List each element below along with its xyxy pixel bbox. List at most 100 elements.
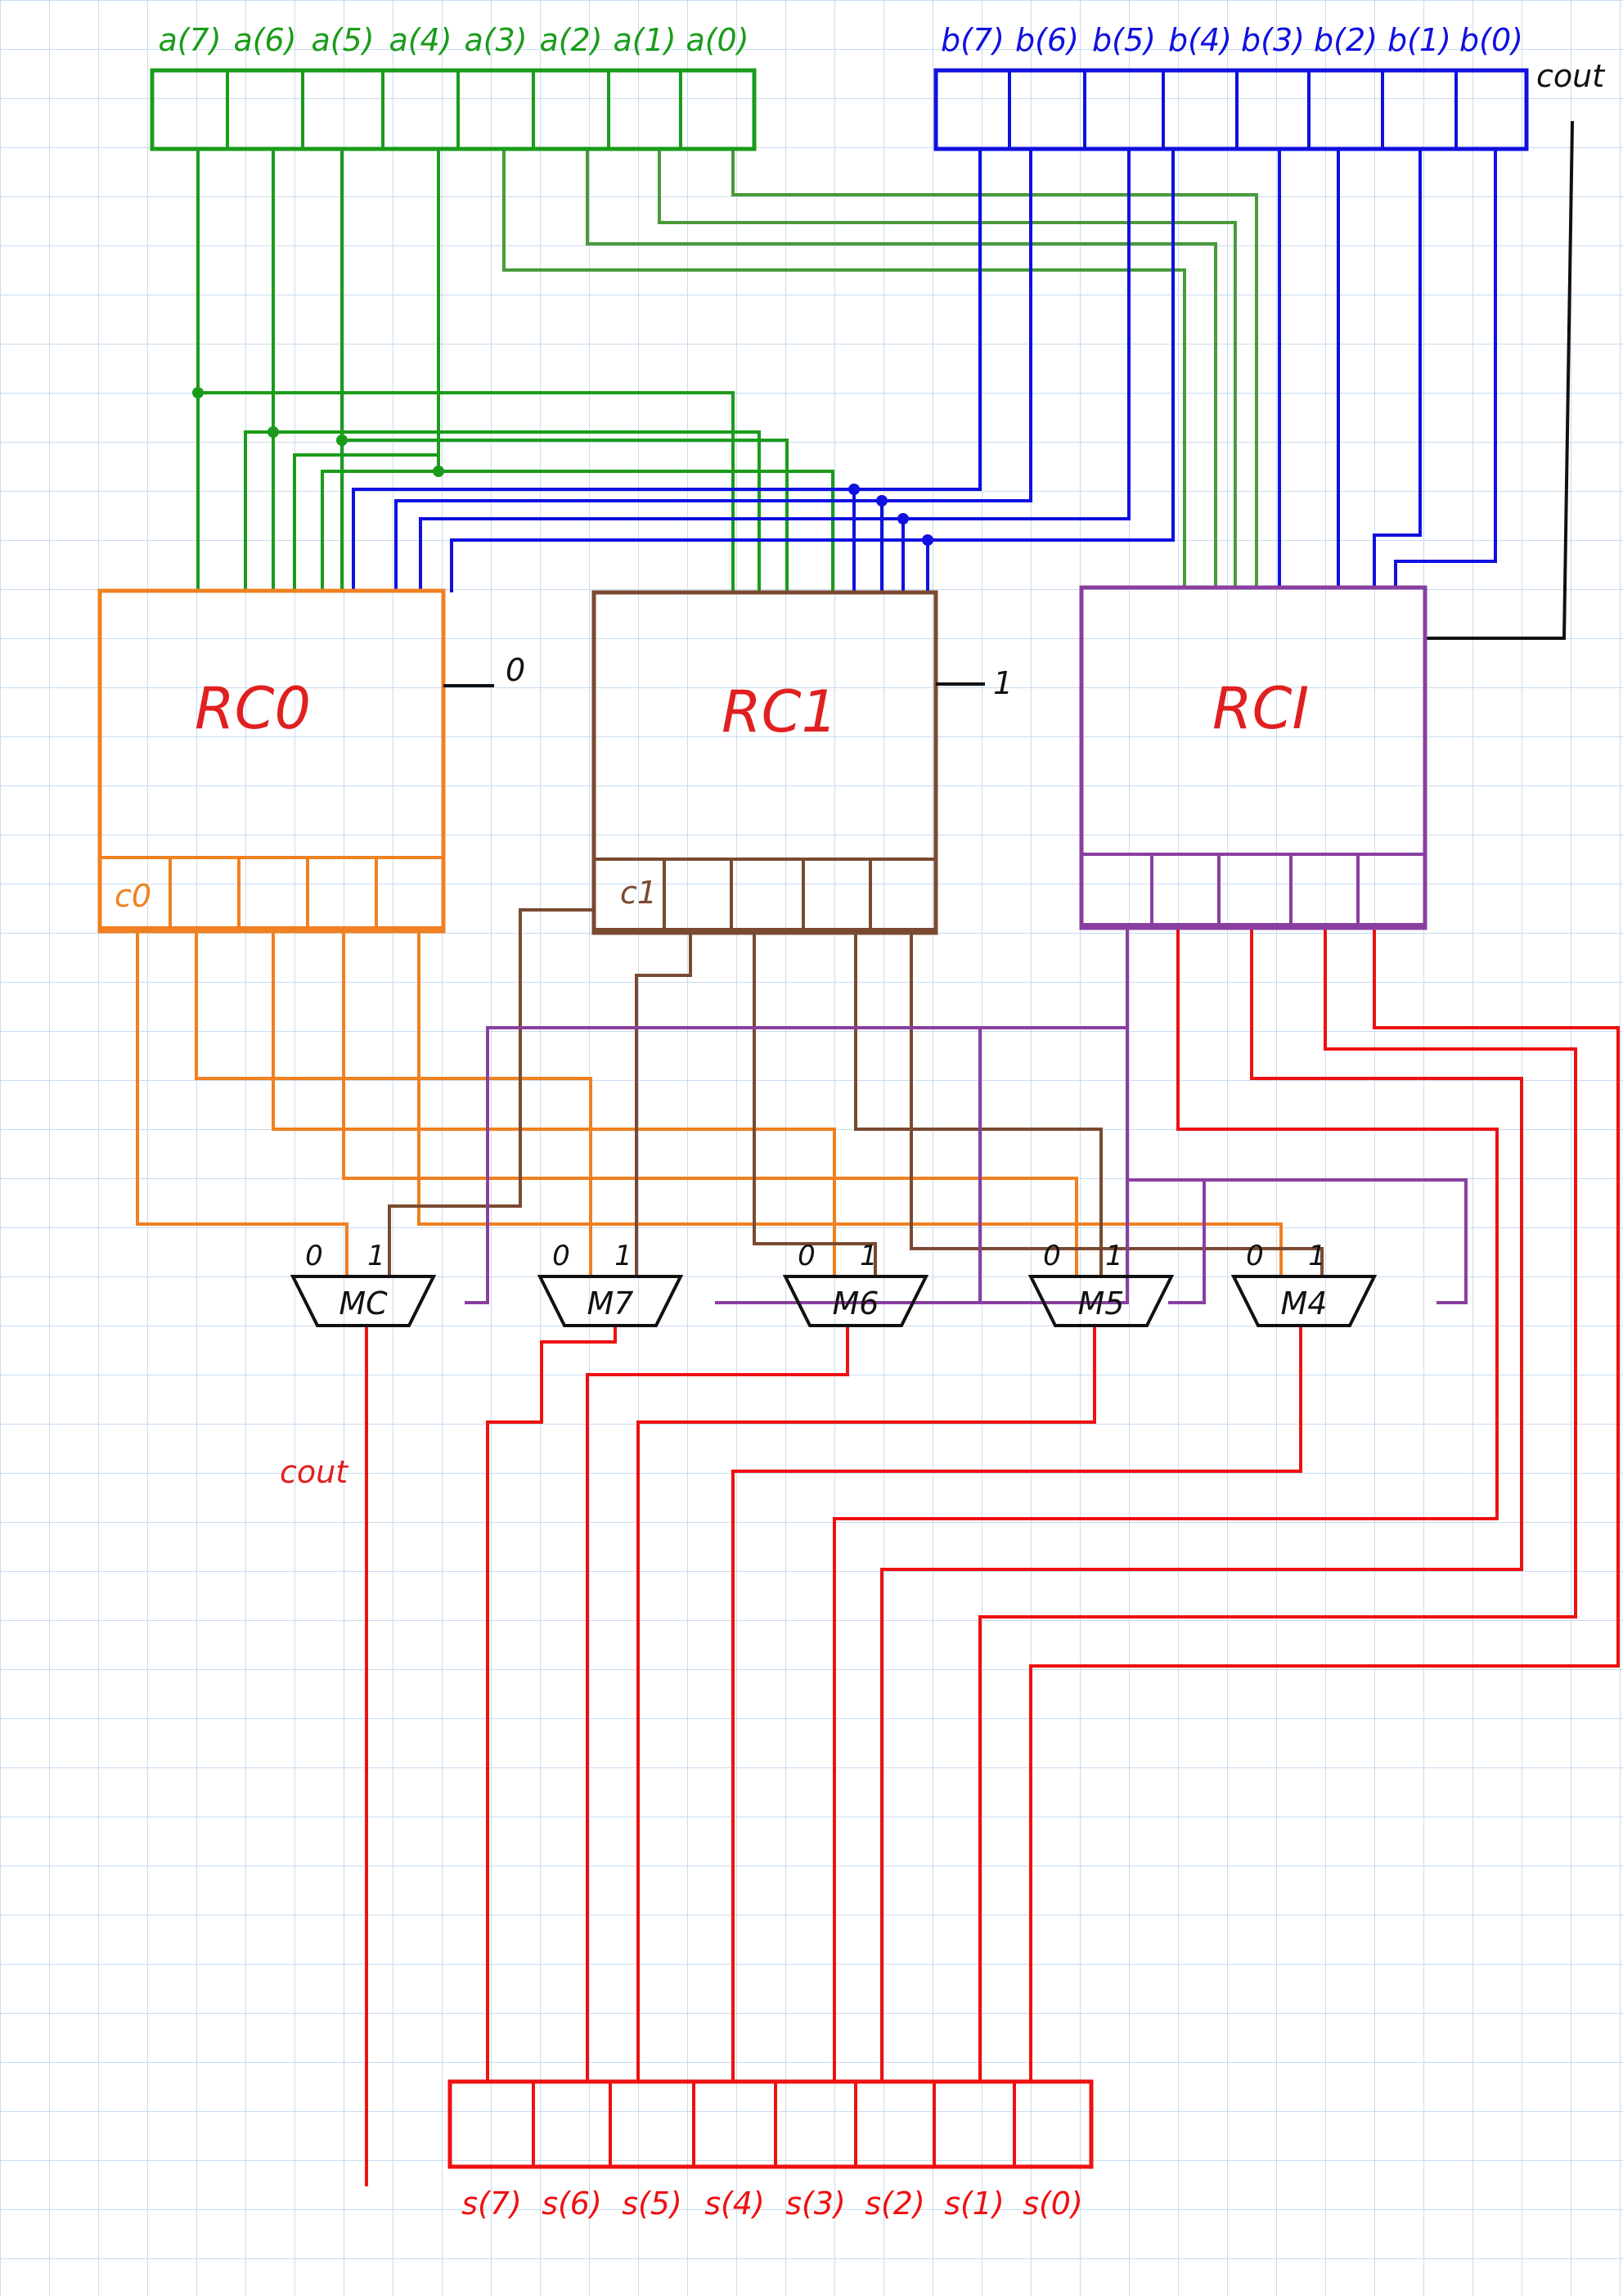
rc1-sum-wire (753, 928, 877, 1275)
rc1-carry-in-label: 1 (993, 665, 1013, 701)
carry-select-wire (1168, 1178, 1206, 1304)
s-register-bit-label: s(4) (704, 2186, 765, 2222)
a2-wire (586, 147, 1217, 589)
rc-low-block: RCI (1079, 585, 1427, 930)
b5-wire (419, 517, 905, 592)
rc1-frame (591, 590, 938, 935)
s0-wire (1029, 923, 1620, 2083)
b-register: b(7)b(6)b(5)b(4)b(3)b(2)b(1)b(0) (933, 22, 1529, 151)
s-register-bit-label: s(1) (944, 2186, 1005, 2222)
b1-wire (1373, 147, 1422, 589)
a-register: a(7)a(6)a(5)a(4)a(3)a(2)a(1)a(0) (150, 22, 757, 151)
mux-m6: M6 0 1 (782, 1240, 929, 1327)
cout-bottom-label: cout (280, 1454, 349, 1490)
mux-input-0-label: 0 (1246, 1240, 1264, 1272)
rc1-c1-wire (388, 908, 596, 1275)
b-register-bit-label: b(1) (1387, 22, 1451, 58)
a-register-bit-label: a(2) (539, 22, 602, 58)
cout-top-wire (1423, 120, 1575, 640)
mux-name: M5 (1078, 1285, 1125, 1321)
a-register-bit-label: a(7) (158, 22, 221, 58)
b4-wire (450, 538, 929, 592)
a-register-bit-label: a(4) (389, 22, 452, 58)
mux-body (290, 1275, 437, 1327)
carry-select-wire (465, 923, 1129, 1304)
junction-dot (192, 387, 204, 398)
mux-m4: M4 0 1 (1230, 1240, 1378, 1327)
rc0-carry-out-label: c0 (115, 878, 151, 914)
s3-wire (833, 923, 1499, 2083)
a-register-bit-label: a(5) (311, 22, 374, 58)
s4-wire (731, 1324, 1302, 2083)
s6-wire (586, 1324, 849, 2083)
junction-dots (192, 387, 933, 546)
junction-dot (336, 434, 348, 446)
b-register-bit-label: b(2) (1314, 22, 1378, 58)
s-register-bit-label: s(5) (622, 2186, 682, 2222)
b-register-cell (1454, 69, 1528, 151)
rc-low-title: RCI (1212, 675, 1309, 742)
a-register-bit-label: a(0) (686, 22, 749, 58)
rc1-out-cell (869, 858, 937, 931)
mux-input-1-label: 1 (367, 1240, 385, 1272)
rc0-out-cell (375, 856, 445, 930)
rc0-block: RC0 c0 0 (97, 588, 525, 934)
junction-dot (897, 513, 909, 524)
b4-wire (926, 147, 1175, 594)
a7-wire (196, 391, 735, 594)
a-register-cell (679, 69, 756, 151)
rc0-sum-wire (272, 928, 836, 1275)
b0-wire (1394, 147, 1497, 589)
mux-input-1-label: 1 (614, 1240, 632, 1272)
junction-dot (268, 426, 279, 438)
junction-dot (433, 466, 444, 477)
wires (136, 120, 1620, 2186)
mux-input-1-label: 1 (1105, 1240, 1123, 1272)
a-register-bit-label: a(6) (233, 22, 296, 58)
s1-wire (978, 923, 1577, 2083)
rc0-title: RC0 (195, 675, 311, 742)
mux-name: M4 (1281, 1285, 1328, 1321)
rc0-c0-wire (136, 928, 348, 1275)
b5-wire (901, 147, 1131, 594)
mux-name: MC (339, 1285, 388, 1321)
rc1-carry-out-label: c1 (620, 875, 657, 911)
s-register: s(7)s(6)s(5)s(4)s(3)s(2)s(1)s(0) (447, 2079, 1094, 2222)
carry-select-wire (1126, 1026, 1468, 1304)
junction-dot (876, 495, 888, 506)
b6-wire (394, 147, 1032, 592)
mux-input-0-label: 0 (305, 1240, 323, 1272)
b-register-bit-label: b(4) (1168, 22, 1232, 58)
s-register-cell (1013, 2080, 1093, 2168)
s-register-bit-label: s(0) (1023, 2186, 1083, 2222)
mux-body (1027, 1275, 1175, 1327)
rc1-title: RC1 (722, 678, 838, 745)
mux-m5: M5 0 1 (1027, 1240, 1175, 1327)
b-register-bit-label: b(7) (941, 22, 1005, 58)
rc0-carry-in-label: 0 (506, 652, 525, 688)
mux-mc: MC 0 1 (290, 1240, 437, 1327)
a-register-bit-label: a(3) (464, 22, 527, 58)
mux-body (782, 1275, 929, 1327)
mux-input-0-label: 0 (798, 1240, 816, 1272)
mux-name: M6 (833, 1285, 879, 1321)
mux-input-0-label: 0 (1043, 1240, 1061, 1272)
rc-low-out-cell (1356, 853, 1427, 926)
mux-input-1-label: 1 (860, 1240, 878, 1272)
rc0-sum-wire (195, 928, 592, 1275)
s-register-bit-label: s(6) (542, 2186, 602, 2222)
rc1-sum-wire (635, 928, 692, 1275)
s7-wire (486, 1324, 617, 2083)
b-register-bit-label: b(6) (1015, 22, 1079, 58)
b-register-bit-label: b(3) (1241, 22, 1305, 58)
junction-dot (922, 534, 933, 546)
mux-name: M7 (587, 1285, 634, 1321)
junction-dot (848, 484, 860, 495)
a1-wire (658, 147, 1237, 589)
s-register-bit-label: s(2) (865, 2186, 925, 2222)
s-register-bit-label: s(3) (785, 2186, 846, 2222)
mux-input-1-label: 1 (1308, 1240, 1326, 1272)
